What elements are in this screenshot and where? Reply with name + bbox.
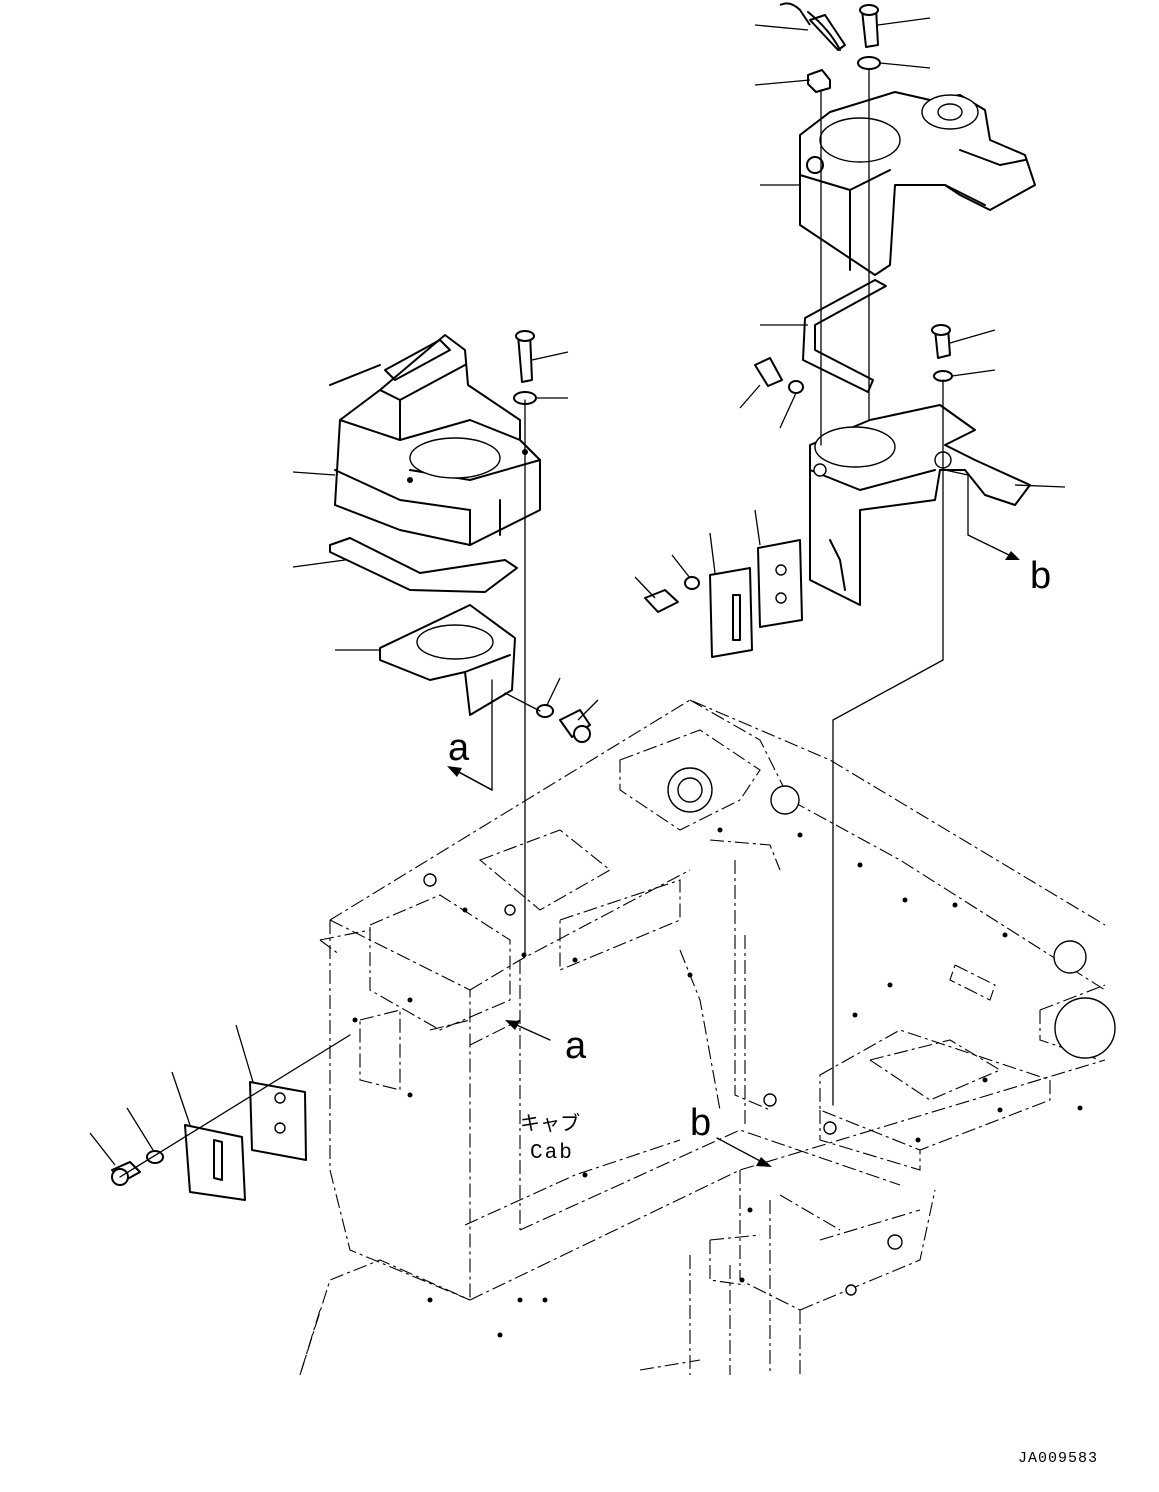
left-washer-bolt-side — [536, 704, 591, 743]
view-ref-a-upper: a — [448, 727, 470, 769]
left-seal-strip — [329, 537, 518, 593]
cab-label-japanese: キャブ — [520, 1111, 580, 1135]
right-seal-strip — [802, 279, 887, 393]
view-ref-b-upper: b — [1030, 555, 1051, 597]
right-cover-plates — [709, 539, 803, 658]
view-ref-a-lower: a — [565, 1025, 587, 1067]
labels: a a b b キャブ Cab JA009583 — [448, 555, 1098, 1467]
right-lower-frame — [809, 404, 1031, 606]
left-bracket-plate — [379, 604, 516, 716]
right-fasteners — [644, 2, 953, 613]
left-console-cover — [329, 334, 541, 546]
view-arrows — [447, 534, 1020, 1167]
cab-frame — [299, 699, 1116, 1376]
drawing-code: JA009583 — [1018, 1450, 1098, 1467]
assembly-lines — [119, 69, 969, 1178]
leader-lines — [89, 17, 1066, 1166]
left-bolt-top — [513, 330, 537, 405]
lower-left-cover-plates — [111, 1081, 307, 1201]
cab-label-english: Cab — [530, 1142, 574, 1165]
right-upper-console — [799, 91, 1036, 276]
view-ref-b-lower: b — [690, 1102, 711, 1144]
